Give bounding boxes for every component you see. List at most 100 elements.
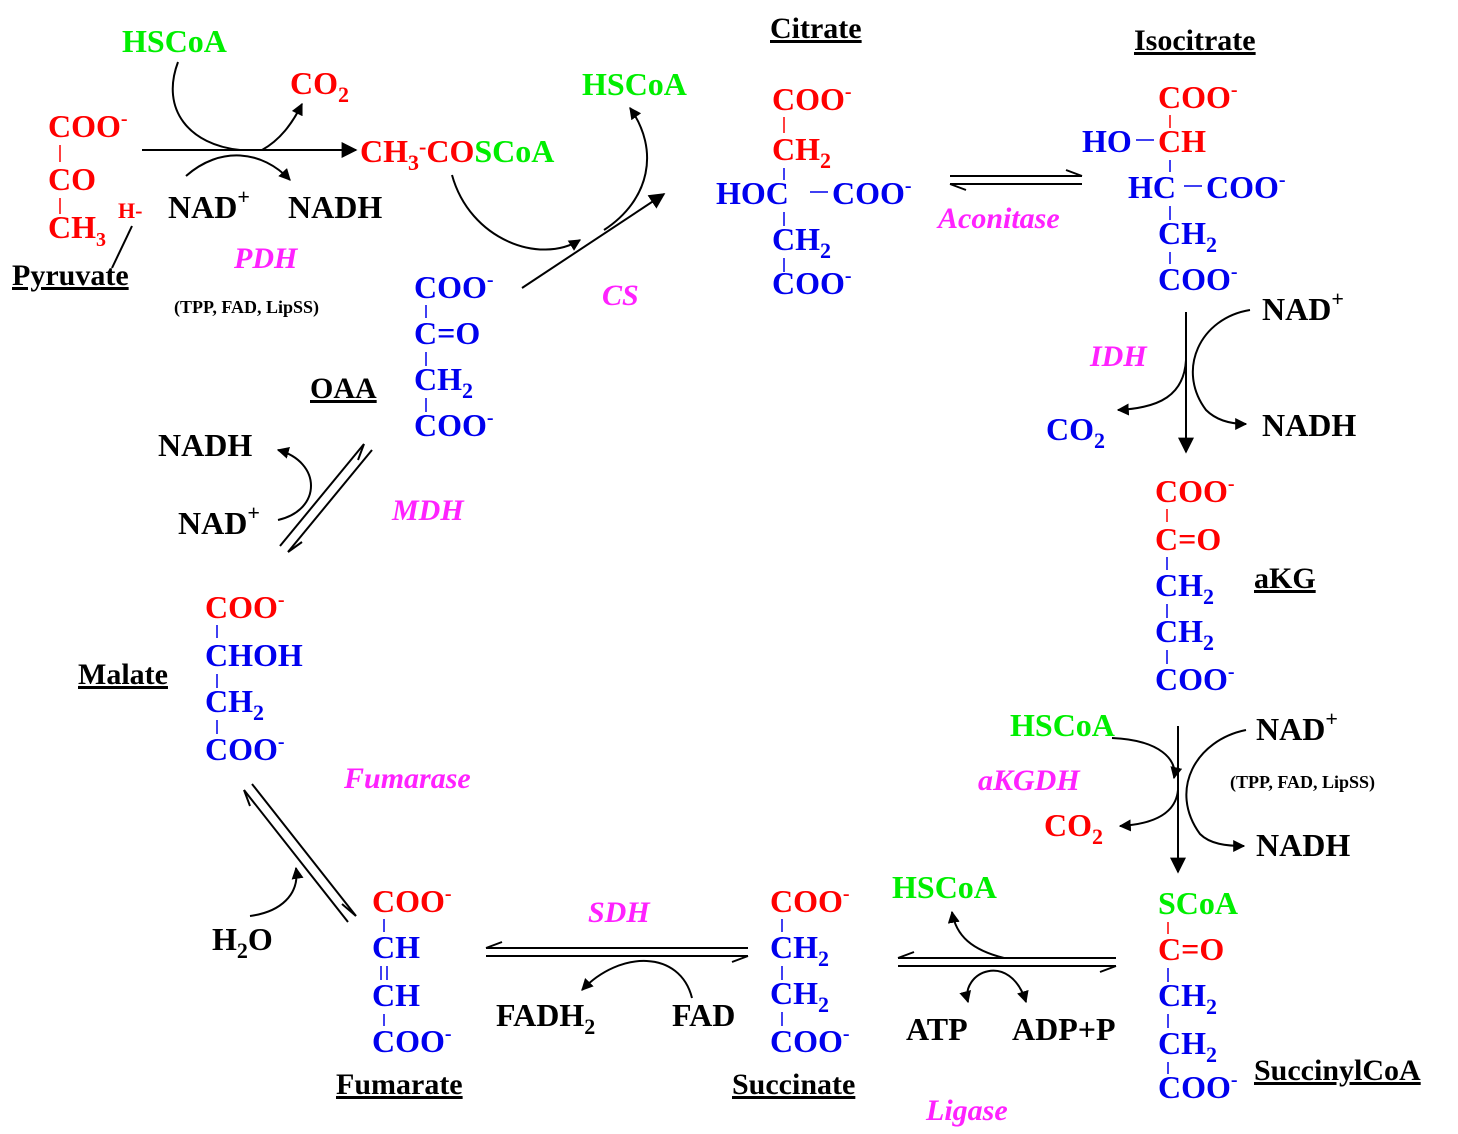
idh-nadh: NADH [1262, 407, 1356, 443]
idh-co2-arc [1116, 359, 1187, 416]
pyruvate-line1: COO- [48, 108, 128, 144]
pdh-cofactors: (TPP, FAD, LipSS) [174, 297, 319, 318]
mdh-line2 [287, 449, 373, 553]
succinate-name: Succinate [732, 1068, 855, 1101]
ligase-hscoa: HSCoA [892, 869, 997, 905]
fumarase-hook2 [341, 903, 357, 917]
isocitrate-line5: COO- [1158, 261, 1238, 297]
malate-line4: COO- [205, 731, 285, 767]
succinate-line2: CH2 [770, 929, 829, 971]
succinylcoa-line1: SCoA [1158, 885, 1238, 921]
akgdh-nadh: NADH [1256, 827, 1350, 863]
citrate-structure: COO- CH2 HOC COO- CH2 COO- [716, 81, 912, 301]
pyruvate-name: Pyruvate [12, 259, 129, 292]
enzyme-ligase: Ligase [925, 1094, 1008, 1127]
mdh-nad-arc [276, 447, 312, 521]
idh-nad-arc [1191, 309, 1251, 430]
fumarate-name: Fumarate [336, 1068, 463, 1101]
akg-line2: C=O [1155, 521, 1221, 557]
fumarate-line1: COO- [372, 883, 452, 919]
cs-hscoa-arc [603, 107, 649, 231]
succinylcoa-line4: CH2 [1158, 1025, 1217, 1067]
succinylcoa-line5: COO- [1158, 1069, 1238, 1105]
pdh-nadh: NADH [288, 189, 382, 225]
idh-nad: NAD+ [1262, 286, 1344, 327]
succinylcoa-line3: CH2 [1158, 977, 1217, 1019]
sdh-forward-hook [485, 941, 503, 949]
akg-line4: CH2 [1155, 613, 1214, 655]
citrate-line5: COO- [772, 265, 852, 301]
isocitrate-line2a: HO [1082, 123, 1132, 159]
sdh-fad-arc [581, 959, 693, 999]
pdh-nad-arc [185, 154, 291, 181]
oaa-structure: COO- C=O CH2 COO- [414, 269, 494, 443]
malate-structure: COO- CHOH CH2 COO- [205, 589, 303, 767]
fumarase-hook1 [243, 789, 251, 807]
akg-line5: COO- [1155, 661, 1235, 697]
ligase-hscoa-arc [947, 910, 1005, 959]
acetyl-coa: CH3-COSCoA [360, 133, 554, 175]
oaa-line4: COO- [414, 407, 494, 443]
fumarate-line2: CH [372, 929, 420, 965]
succinate-structure: COO- CH2 CH2 COO- [770, 883, 850, 1059]
fumarate-line3: CH [372, 977, 420, 1013]
aconitase-reverse-hook [949, 183, 967, 191]
akgdh-hscoa: HSCoA [1010, 707, 1115, 743]
oaa-line1: COO- [414, 269, 494, 305]
succinylcoa-name: SuccinylCoA [1254, 1054, 1421, 1087]
mdh-line1 [279, 443, 365, 547]
mdh-nadh: NADH [158, 427, 252, 463]
enzyme-akgdh: aKGDH [978, 764, 1081, 797]
ligase-forward-hook [1099, 965, 1117, 973]
isocitrate-line1: COO- [1158, 79, 1238, 115]
enzyme-sdh: SDH [588, 896, 651, 929]
aconitase-forward-hook [1065, 169, 1083, 177]
ligase-adpp: ADP+P [1012, 1011, 1116, 1047]
enzyme-cs: CS [602, 279, 639, 312]
mdh-nad: NAD+ [178, 500, 260, 541]
pyruvate-hydrogen: H- [118, 198, 142, 223]
cs-main-arrow [521, 193, 666, 289]
malate-line2: CHOH [205, 637, 303, 673]
enzyme-mdh: MDH [391, 494, 465, 527]
enzyme-aconitase: Aconitase [936, 202, 1060, 235]
pdh-co2: CO2 [290, 65, 349, 107]
sdh-fad: FAD [672, 997, 735, 1033]
akg-name: aKG [1254, 562, 1316, 595]
succinate-line4: COO- [770, 1023, 850, 1059]
enzyme-pdh: PDH [233, 242, 299, 275]
oaa-name: OAA [310, 372, 377, 405]
fumarate-line4: COO- [372, 1023, 452, 1059]
idh-co2: CO2 [1046, 411, 1105, 453]
pdh-hscoa: HSCoA [122, 23, 227, 59]
citrate-line3b: COO- [832, 175, 912, 211]
succinylcoa-line2: C=O [1158, 931, 1224, 967]
malate-name: Malate [78, 658, 168, 691]
fumarase-h2o: H2O [212, 921, 273, 963]
isocitrate-line4: CH2 [1158, 215, 1217, 257]
oaa-line2: C=O [414, 315, 480, 351]
isocitrate-line3b: COO- [1206, 169, 1286, 205]
cs-hscoa: HSCoA [582, 66, 687, 102]
pdh-hscoa-arc [171, 61, 241, 151]
isocitrate-name: Isocitrate [1134, 24, 1256, 57]
akg-structure: COO- C=O CH2 CH2 COO- [1155, 473, 1235, 697]
fumarase-line1 [243, 789, 349, 923]
pyruvate-h-pointer [111, 225, 133, 269]
pdh-co2-arc [261, 102, 303, 151]
akg-line1: COO- [1155, 473, 1235, 509]
isocitrate-line3a: HC [1128, 169, 1176, 205]
fumarase-line2 [251, 783, 357, 917]
citrate-line4: CH2 [772, 221, 831, 263]
citrate-line1: COO- [772, 81, 852, 117]
sdh-fadh2: FADH2 [496, 997, 595, 1039]
malate-line1: COO- [205, 589, 285, 625]
oaa-line3: CH2 [414, 361, 473, 403]
ligase-atp-arc [959, 969, 1029, 1004]
akgdh-hscoa-arc [1111, 737, 1183, 780]
mdh-hook2 [287, 541, 303, 553]
isocitrate-structure: COO- HO CH HC COO- CH2 COO- [1082, 79, 1286, 297]
sdh-reverse-hook [731, 955, 749, 963]
enzyme-fumarase: Fumarase [343, 762, 471, 795]
